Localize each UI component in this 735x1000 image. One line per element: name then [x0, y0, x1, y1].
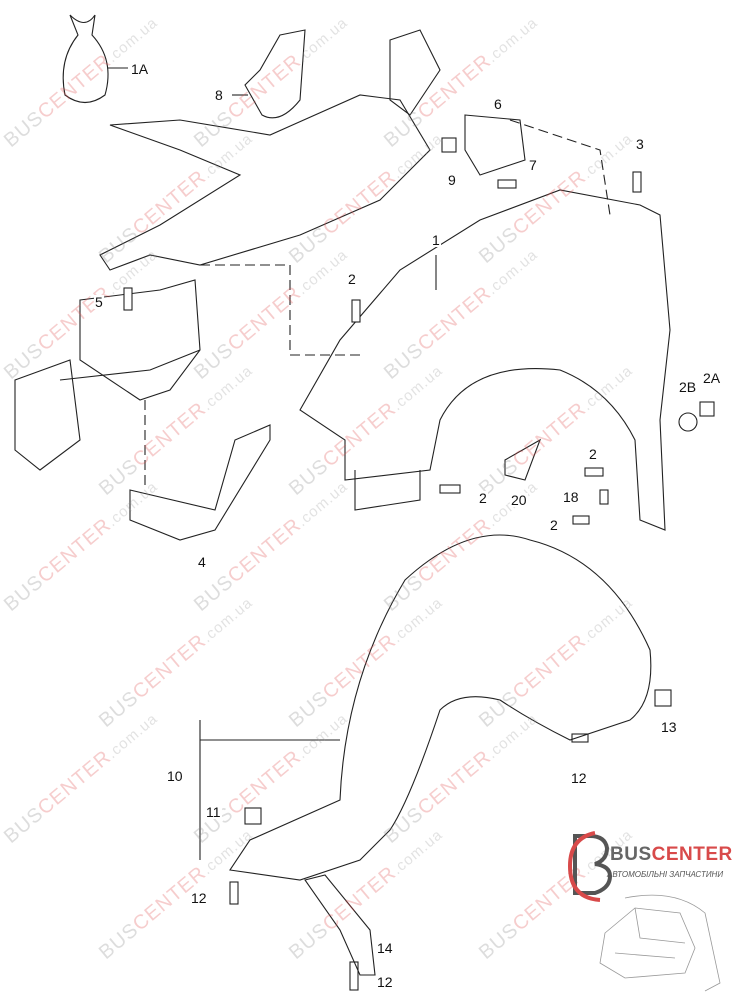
- label-2b: 2B: [678, 379, 698, 395]
- label-2: 2: [478, 490, 488, 506]
- bolts: [123, 137, 715, 991]
- label-12: 12: [190, 890, 208, 906]
- bracket-5: [79, 279, 201, 401]
- label-2a: 2A: [702, 370, 722, 386]
- front-frame: [99, 94, 431, 271]
- van-sketch-icon: [599, 894, 721, 992]
- label-10: 10: [166, 768, 184, 784]
- label-1a: 1A: [130, 61, 150, 77]
- part-1a-boot: [62, 14, 109, 104]
- label-2: 2: [549, 517, 559, 533]
- label-12: 12: [570, 770, 588, 786]
- buscenter-logo: BUSCENTER АВТОМОБІЛЬНІ ЗАПЧАСТИНИ: [565, 828, 735, 1000]
- label-2: 2: [347, 271, 357, 287]
- bracket-10: [199, 720, 340, 860]
- label-7: 7: [528, 157, 538, 173]
- part-1-fender: [299, 189, 671, 531]
- part-8: [244, 29, 306, 119]
- label-18: 18: [562, 489, 580, 505]
- label-13: 13: [660, 719, 678, 735]
- label-6: 6: [493, 96, 503, 112]
- label-8: 8: [214, 87, 224, 103]
- logo-mark-icon: [567, 831, 613, 902]
- part-20: [504, 438, 542, 481]
- inner-wheel-liner: [229, 534, 652, 881]
- label-9: 9: [447, 172, 457, 188]
- label-11: 11: [205, 804, 222, 820]
- label-20: 20: [510, 492, 528, 508]
- logo-subtitle: АВТОМОБІЛЬНІ ЗАПЧАСТИНИ: [607, 870, 724, 879]
- label-5: 5: [94, 294, 104, 310]
- label-4: 4: [197, 554, 207, 570]
- label-12: 12: [376, 974, 394, 990]
- label-3: 3: [635, 136, 645, 152]
- label-14: 14: [376, 940, 394, 956]
- part-4: [129, 424, 271, 541]
- label-1: 1: [431, 232, 441, 248]
- logo-brand-red: CENTER: [651, 844, 733, 865]
- crossmember: [14, 359, 81, 471]
- logo-brand: BUSCENTER: [610, 844, 733, 866]
- part-6-hinge: [464, 114, 526, 176]
- label-2: 2: [588, 446, 598, 462]
- part-14: [304, 874, 376, 976]
- logo-brand-grey: BUS: [610, 844, 652, 865]
